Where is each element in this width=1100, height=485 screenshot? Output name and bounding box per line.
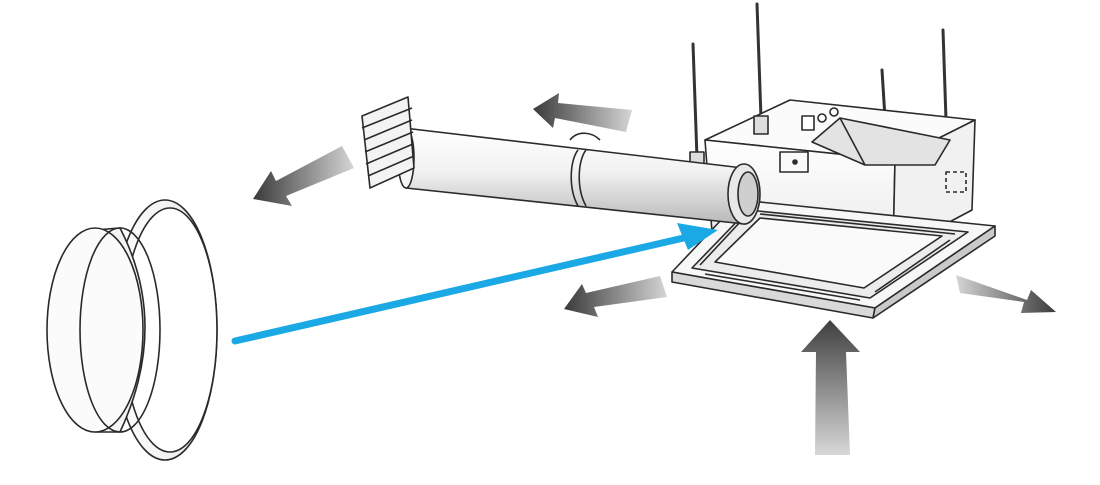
duct-end-grille — [361, 96, 415, 189]
louver — [699, 219, 743, 266]
airflow-arrow-right-icon — [956, 275, 1056, 313]
label-plate — [801, 115, 815, 131]
hanger-rod — [941, 28, 948, 122]
grille-slat — [367, 155, 415, 177]
pipe-port-icon — [817, 113, 827, 123]
knockout-dashed — [945, 171, 967, 193]
louver — [704, 273, 861, 301]
grille-slat — [363, 119, 413, 141]
airflow-arrows — [253, 93, 1056, 455]
ceiling-cassette-unit — [689, 99, 976, 253]
louver — [759, 213, 956, 235]
connection-arrowhead-icon — [677, 223, 718, 250]
duct-clamp — [570, 149, 587, 207]
grille-slat — [365, 143, 414, 165]
airflow-arrow-down-left-icon — [253, 146, 354, 206]
grille-slat — [361, 107, 413, 129]
hanger-rod — [755, 2, 763, 120]
louver — [874, 239, 951, 293]
round-flange-connector — [46, 199, 218, 461]
pipe-port-icon — [829, 107, 839, 117]
cassette-grille-panel — [671, 199, 996, 319]
connection-arrow — [231, 223, 718, 345]
airflow-arrow-down-left-icon — [564, 276, 667, 317]
hanger-rod — [691, 42, 699, 160]
airflow-arrow-left-icon — [533, 93, 632, 132]
grille-slat — [364, 131, 414, 153]
airflow-arrow-up-icon — [801, 320, 860, 455]
hanger-bracket — [753, 115, 769, 135]
